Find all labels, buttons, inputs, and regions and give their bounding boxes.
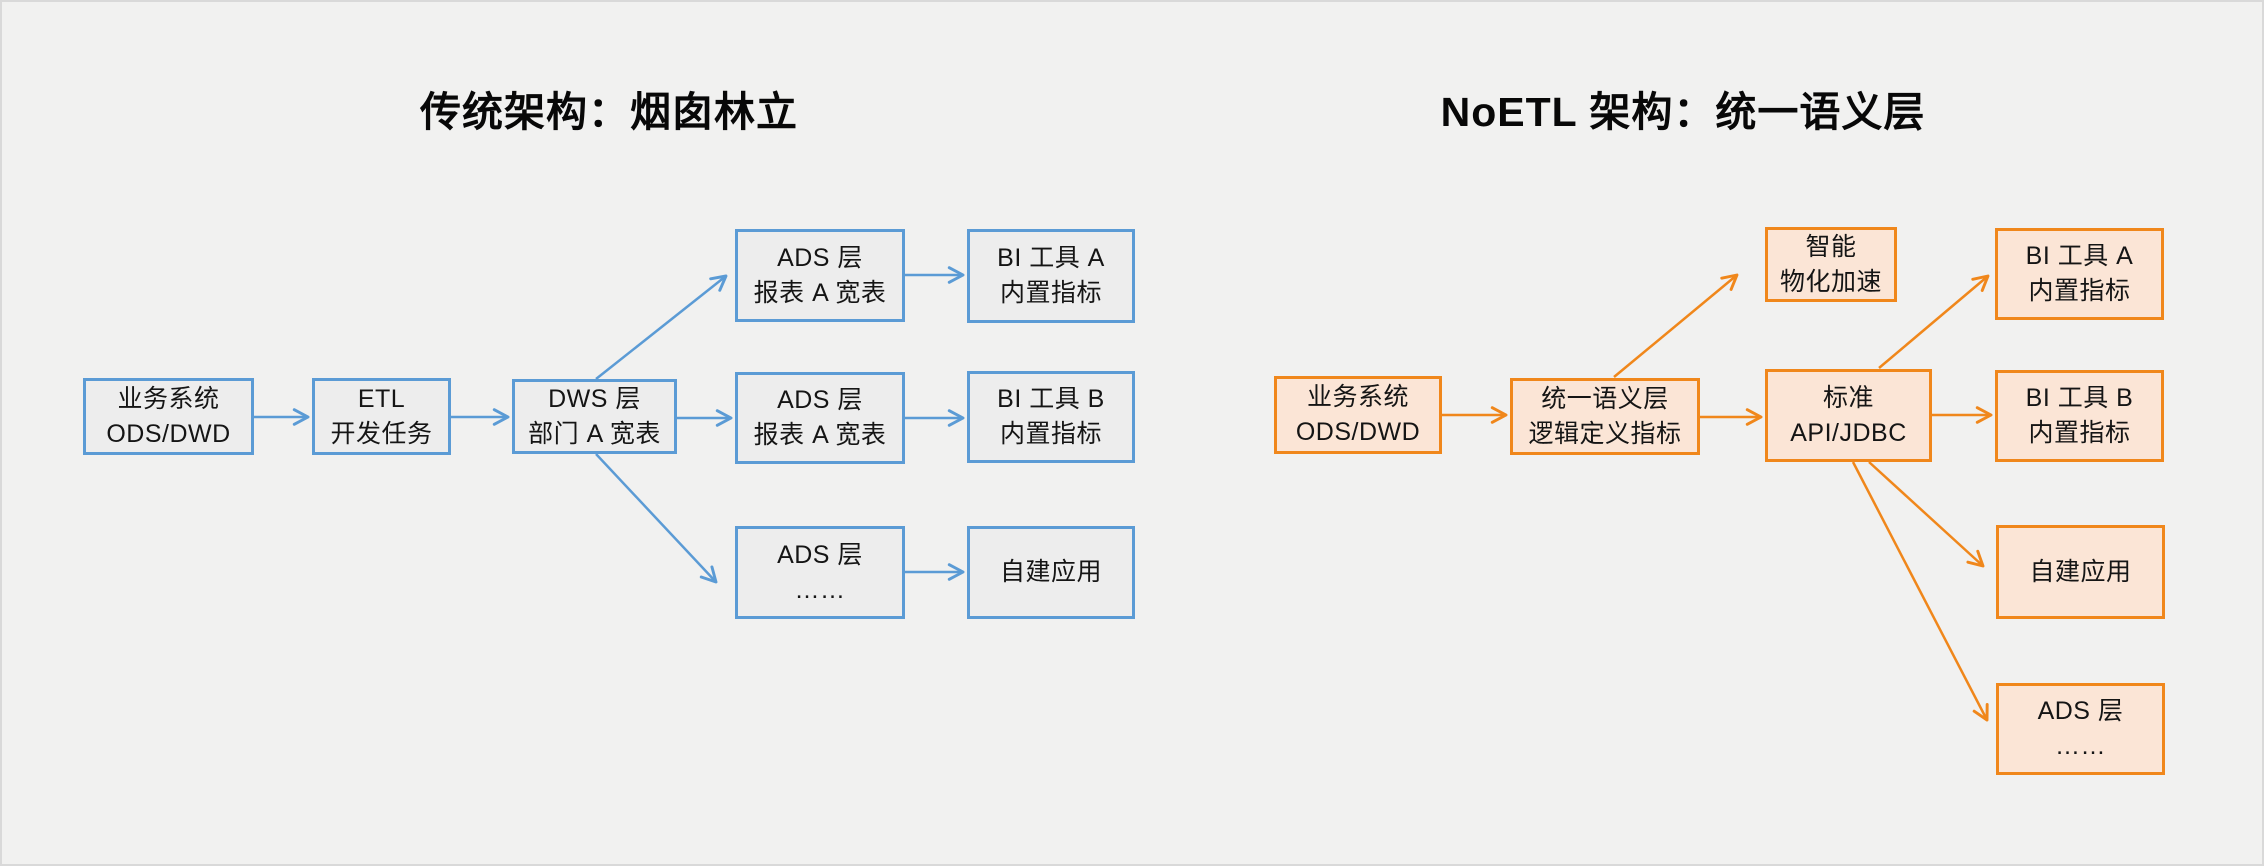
- edge-arrow-trad-dws>trad-ads-report-a: [595, 274, 728, 380]
- node-label: 部门 A 宽表: [528, 419, 661, 448]
- node-label: 自建应用: [2029, 557, 2132, 586]
- node-trad-bi-tool-b: BI 工具 B 内置指标: [967, 371, 1135, 463]
- node-label: 物化加速: [1779, 267, 1882, 296]
- node-label: ODS/DWD: [1295, 418, 1421, 446]
- node-noetl-source: 业务系统 ODS/DWD: [1274, 376, 1442, 454]
- node-label: BI 工具 A: [2025, 242, 2134, 270]
- edge-arrow-noetl-semantic-layer>noetl-materialize: [1613, 273, 1739, 378]
- node-label: BI 工具 A: [997, 244, 1105, 272]
- node-label: BI 工具 B: [997, 385, 1105, 413]
- node-noetl-semantic-layer: 统一语义层逻辑定义指标: [1510, 378, 1700, 455]
- node-noetl-api: 标准 API/JDBC: [1765, 369, 1932, 462]
- node-trad-bi-tool-a: BI 工具 A 内置指标: [967, 229, 1135, 323]
- right-diagram-title: NoETL 架构：统一语义层: [1440, 89, 1926, 135]
- node-label: ADS 层: [777, 386, 863, 414]
- node-label: 开发任务: [330, 419, 433, 448]
- node-label: ODS/DWD: [106, 419, 231, 448]
- node-trad-etl: ETL 开发任务: [312, 378, 451, 455]
- node-noetl-materialize: 智能物化加速: [1765, 227, 1897, 302]
- node-label: API/JDBC: [1790, 418, 1907, 447]
- node-noetl-bi-tool-a: BI 工具 A 内置指标: [1995, 228, 2164, 320]
- node-noetl-bi-tool-b: BI 工具 B 内置指标: [1995, 370, 2164, 462]
- edge-arrow-trad-dws>trad-ads-etc: [595, 453, 718, 584]
- node-label: 报表 A 宽表: [753, 278, 887, 307]
- node-label: ……: [794, 575, 846, 604]
- edge-arrow-noetl-api>noetl-ads-etc: [1851, 461, 1989, 722]
- node-label: ETL: [357, 384, 406, 413]
- node-trad-custom-app: 自建应用: [967, 526, 1135, 619]
- node-label: 自建应用: [999, 558, 1102, 586]
- node-noetl-custom-app: 自建应用: [1996, 525, 2165, 619]
- node-label: 内置指标: [999, 420, 1102, 448]
- node-label: 业务系统: [1306, 383, 1409, 411]
- node-trad-ads-report-b: ADS 层报表 A 宽表: [735, 372, 905, 464]
- edge-arrow-noetl-api>noetl-custom-app: [1868, 461, 1985, 568]
- node-label: DWS 层: [548, 384, 641, 413]
- node-trad-dws: DWS 层部门 A 宽表: [512, 379, 677, 454]
- node-label: 统一语义层: [1541, 384, 1669, 413]
- node-label: ADS 层: [777, 540, 863, 569]
- node-label: 标准: [1822, 383, 1874, 412]
- node-noetl-ads-etc: ADS 层 ……: [1996, 683, 2165, 775]
- node-label: ADS 层: [777, 243, 863, 272]
- node-label: 业务系统: [117, 384, 220, 413]
- node-label: 逻辑定义指标: [1528, 419, 1682, 448]
- node-label: 内置指标: [2028, 419, 2131, 447]
- node-label: 智能: [1805, 232, 1857, 261]
- left-diagram-title: 传统架构：烟囱林立: [420, 89, 798, 135]
- node-label: ADS 层: [2037, 697, 2124, 725]
- node-label: 报表 A 宽表: [753, 421, 887, 449]
- node-label: ……: [2055, 732, 2106, 760]
- node-trad-ads-etc: ADS 层 ……: [735, 526, 905, 619]
- node-label: 内置指标: [2028, 277, 2131, 305]
- node-trad-ads-report-a: ADS 层报表 A 宽表: [735, 229, 905, 322]
- node-label: 内置指标: [999, 279, 1102, 307]
- node-label: BI 工具 B: [2025, 384, 2134, 412]
- node-trad-source: 业务系统 ODS/DWD: [83, 378, 254, 455]
